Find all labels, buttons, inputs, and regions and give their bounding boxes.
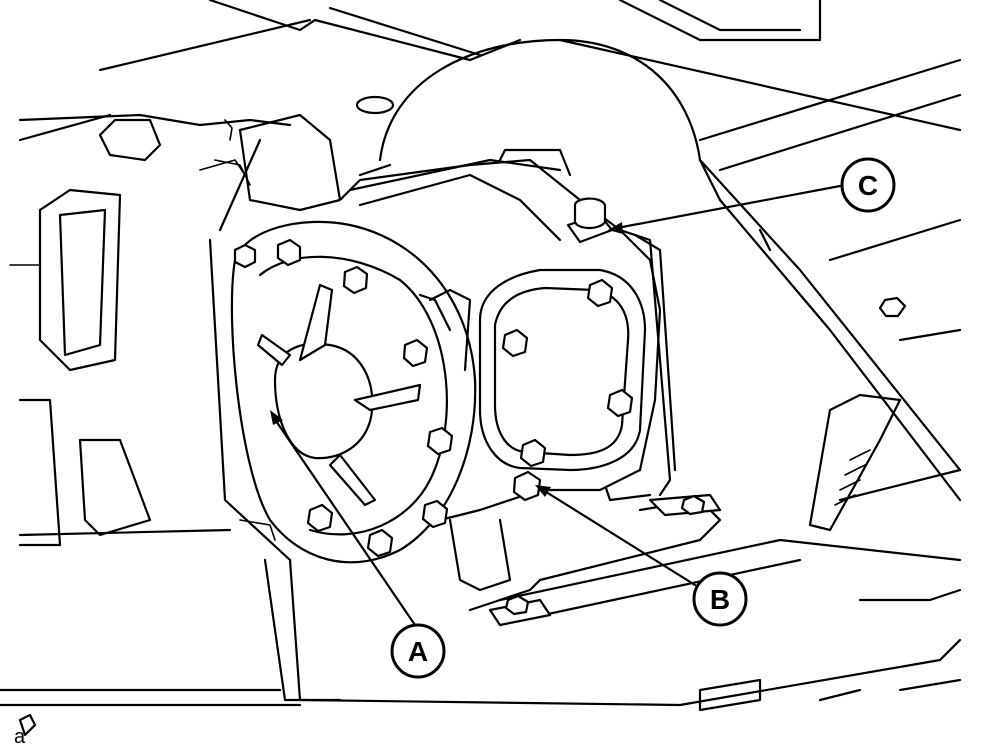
- callout-b: B: [692, 571, 748, 627]
- callout-c: C: [840, 157, 896, 213]
- chassis-frame: [0, 0, 962, 737]
- corner-reference-mark: a: [14, 726, 26, 748]
- callout-label-b: B: [710, 584, 730, 615]
- arrowhead-a: [270, 410, 283, 425]
- callout-a: A: [390, 623, 446, 679]
- callout-leaders: [270, 184, 842, 627]
- rear-cover-plate: [478, 268, 647, 472]
- base-bolt-front: [504, 594, 530, 616]
- callout-circle-b: [692, 571, 748, 627]
- pump-housing: [230, 148, 677, 564]
- drain-plug: [512, 470, 542, 502]
- cover-bolts: [233, 238, 454, 558]
- center-hub: [256, 283, 422, 507]
- arrowhead-c: [608, 222, 623, 234]
- callout-circle-a: [390, 623, 446, 679]
- callout-label-c: C: [858, 170, 878, 201]
- mounting-base: [448, 468, 722, 627]
- callout-label-a: A: [408, 636, 428, 667]
- callout-circle-c: [840, 157, 896, 213]
- base-bolt-rear: [680, 494, 706, 516]
- arrowhead-b: [535, 485, 551, 497]
